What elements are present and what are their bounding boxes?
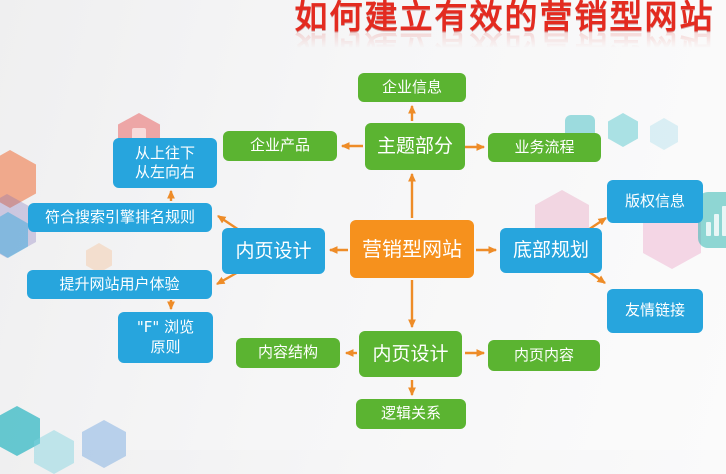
node-label: 企业信息 (381, 77, 442, 96)
chart-bars-icon (706, 204, 726, 236)
hexagon-decoration (608, 113, 638, 147)
node-label: 底部规划 (512, 239, 589, 262)
node-label: 主题部分 (376, 135, 453, 158)
node-footer-plan: 底部规划 (500, 228, 602, 273)
node-label-line2: 原则 (150, 337, 181, 356)
node-label: 内页设计 (235, 239, 312, 262)
node-logic-relation: 逻辑关系 (356, 399, 466, 429)
node-inner-page-content: 内页内容 (488, 340, 600, 371)
node-label-line2: 从左向右 (134, 163, 195, 181)
node-inner-page-design-bottom: 内页设计 (359, 331, 462, 377)
node-company-info: 企业信息 (358, 73, 466, 102)
node-label: 友情链接 (624, 301, 685, 320)
node-label: 业务流程 (514, 137, 575, 156)
node-label: 内容结构 (257, 343, 318, 362)
node-label: 企业产品 (249, 136, 310, 155)
icon-tile-decoration (132, 128, 146, 141)
node-label-line1: 从上往下 (134, 143, 195, 162)
page-title-block: 如何建立有效的营销型网站 如何建立有效的营销型网站 (283, 0, 726, 67)
node-label: 内页内容 (513, 345, 574, 364)
hexagon-decoration (34, 430, 74, 474)
node-business-process: 业务流程 (488, 133, 601, 162)
node-top-down-left-right: 从上往下 从左向右 (113, 138, 217, 188)
node-content-structure: 内容结构 (236, 338, 340, 368)
node-label: 符合搜索引擎排名规则 (44, 207, 195, 226)
node-center-marketing-website: 营销型网站 (350, 220, 474, 278)
page-title: 如何建立有效的营销型网站 (294, 0, 715, 36)
hexagon-decoration (650, 118, 678, 150)
node-seo-rule: 符合搜索引擎排名规则 (28, 203, 212, 232)
node-label: 版权信息 (624, 191, 685, 210)
node-label-line1: "F" 浏览 (136, 318, 195, 336)
node-label: 营销型网站 (362, 237, 462, 261)
node-company-products: 企业产品 (223, 131, 337, 161)
node-theme-hub: 主题部分 (365, 123, 465, 170)
page-title-reflection: 如何建立有效的营销型网站 (294, 27, 715, 67)
node-label: 提升网站用户体验 (59, 274, 180, 293)
node-inner-page-design-left: 内页设计 (222, 228, 325, 274)
node-label: 逻辑关系 (380, 404, 441, 423)
node-label: 内页设计 (372, 342, 449, 365)
node-friendly-links: 友情链接 (607, 289, 703, 333)
node-copyright-info: 版权信息 (607, 180, 703, 223)
hexagon-decoration (86, 243, 112, 273)
node-f-browse-principle: "F" 浏览 原则 (118, 312, 213, 363)
node-user-experience: 提升网站用户体验 (27, 270, 212, 299)
hexagon-decoration (82, 420, 126, 468)
